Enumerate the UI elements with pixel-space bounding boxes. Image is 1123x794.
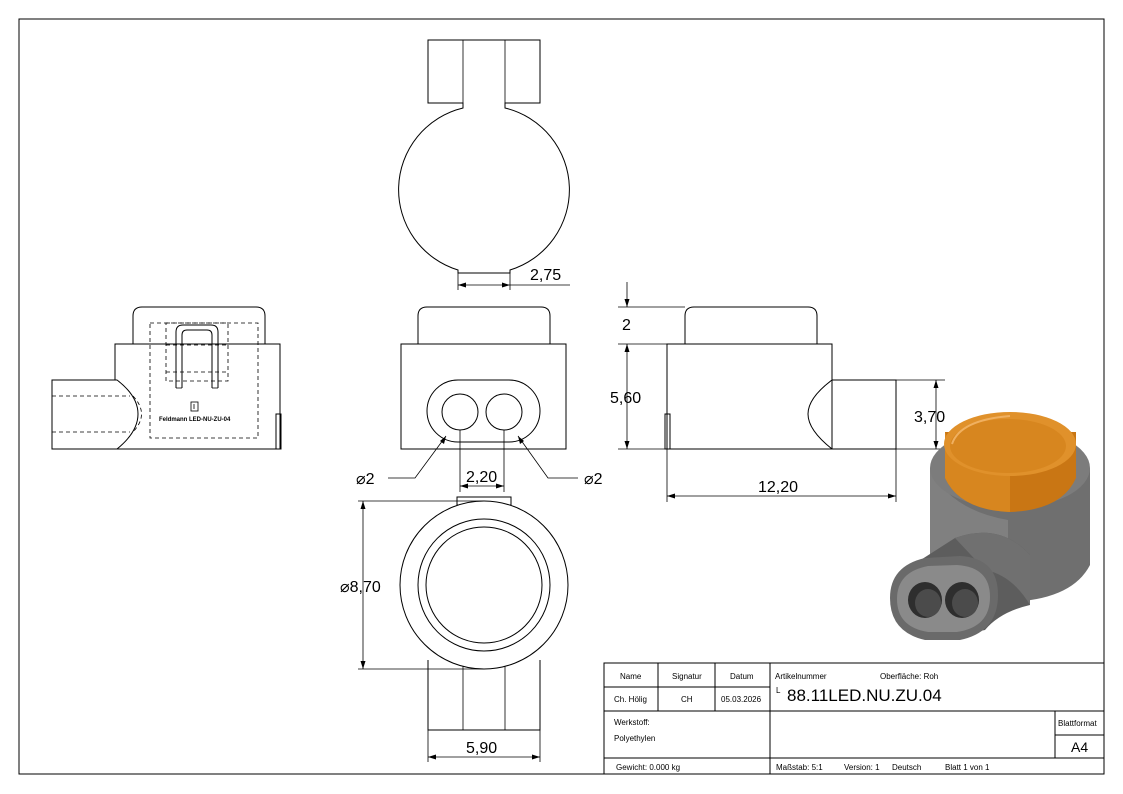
dim-dia2-right: ⌀2: [584, 471, 603, 488]
dim-275: 2,75: [530, 267, 561, 284]
tb-artikel-label: Artikelnummer: [775, 672, 827, 681]
dim-560: 5,60: [610, 390, 641, 407]
dim-dia2-left: ⌀2: [356, 471, 375, 488]
tb-signatur: CH: [681, 695, 693, 704]
tb-gewicht: Gewicht: 0.000 kg: [616, 763, 680, 772]
right-side-view: 2 5,60 3,70 12,20: [610, 282, 945, 502]
dim-2: 2: [622, 317, 631, 334]
dim-dia870: ⌀8,70: [340, 579, 381, 596]
tb-header-name: Name: [620, 672, 642, 681]
tb-artikel-nr: 88.11LED.NU.ZU.04: [787, 686, 942, 705]
top-view: 2,75: [398, 39, 570, 290]
dim-1220: 12,20: [758, 479, 798, 496]
tb-werkstoff-label: Werkstoff:: [614, 718, 650, 727]
tb-datum: 05.03.2026: [721, 695, 762, 704]
tb-header-datum: Datum: [730, 672, 754, 681]
front-view: ⌀2 ⌀2 2,20: [356, 306, 603, 492]
tb-werkstoff: Polyethylen: [614, 734, 655, 743]
dim-590: 5,90: [466, 740, 497, 757]
dim-370: 3,70: [914, 409, 945, 426]
tb-massstab: Maßstab: 5:1: [776, 763, 823, 772]
left-side-view: Feldmann LED-NU-ZU-04: [51, 306, 282, 450]
tb-sprache: Deutsch: [892, 763, 921, 772]
isometric-render: [890, 412, 1090, 640]
tb-name: Ch. Hölig: [614, 695, 647, 704]
tb-header-signatur: Signatur: [672, 672, 702, 681]
part-label: Feldmann LED-NU-ZU-04: [159, 417, 231, 423]
tb-blatt: Blatt 1 von 1: [945, 763, 990, 772]
tb-artikel-prefix: L: [776, 686, 781, 695]
sheet-border: [18, 18, 1105, 775]
tb-oberflaeche: Oberfläche: Roh: [880, 672, 938, 681]
tb-blattformat: A4: [1071, 739, 1088, 755]
title-block: Name Signatur Datum Ch. Hölig CH 05.03.2…: [603, 662, 1105, 775]
dim-220: 2,20: [466, 469, 497, 486]
bottom-view: ⌀8,70 5,90: [340, 496, 569, 762]
tb-blattformat-label: Blattformat: [1058, 719, 1097, 728]
tb-version: Version: 1: [844, 763, 880, 772]
